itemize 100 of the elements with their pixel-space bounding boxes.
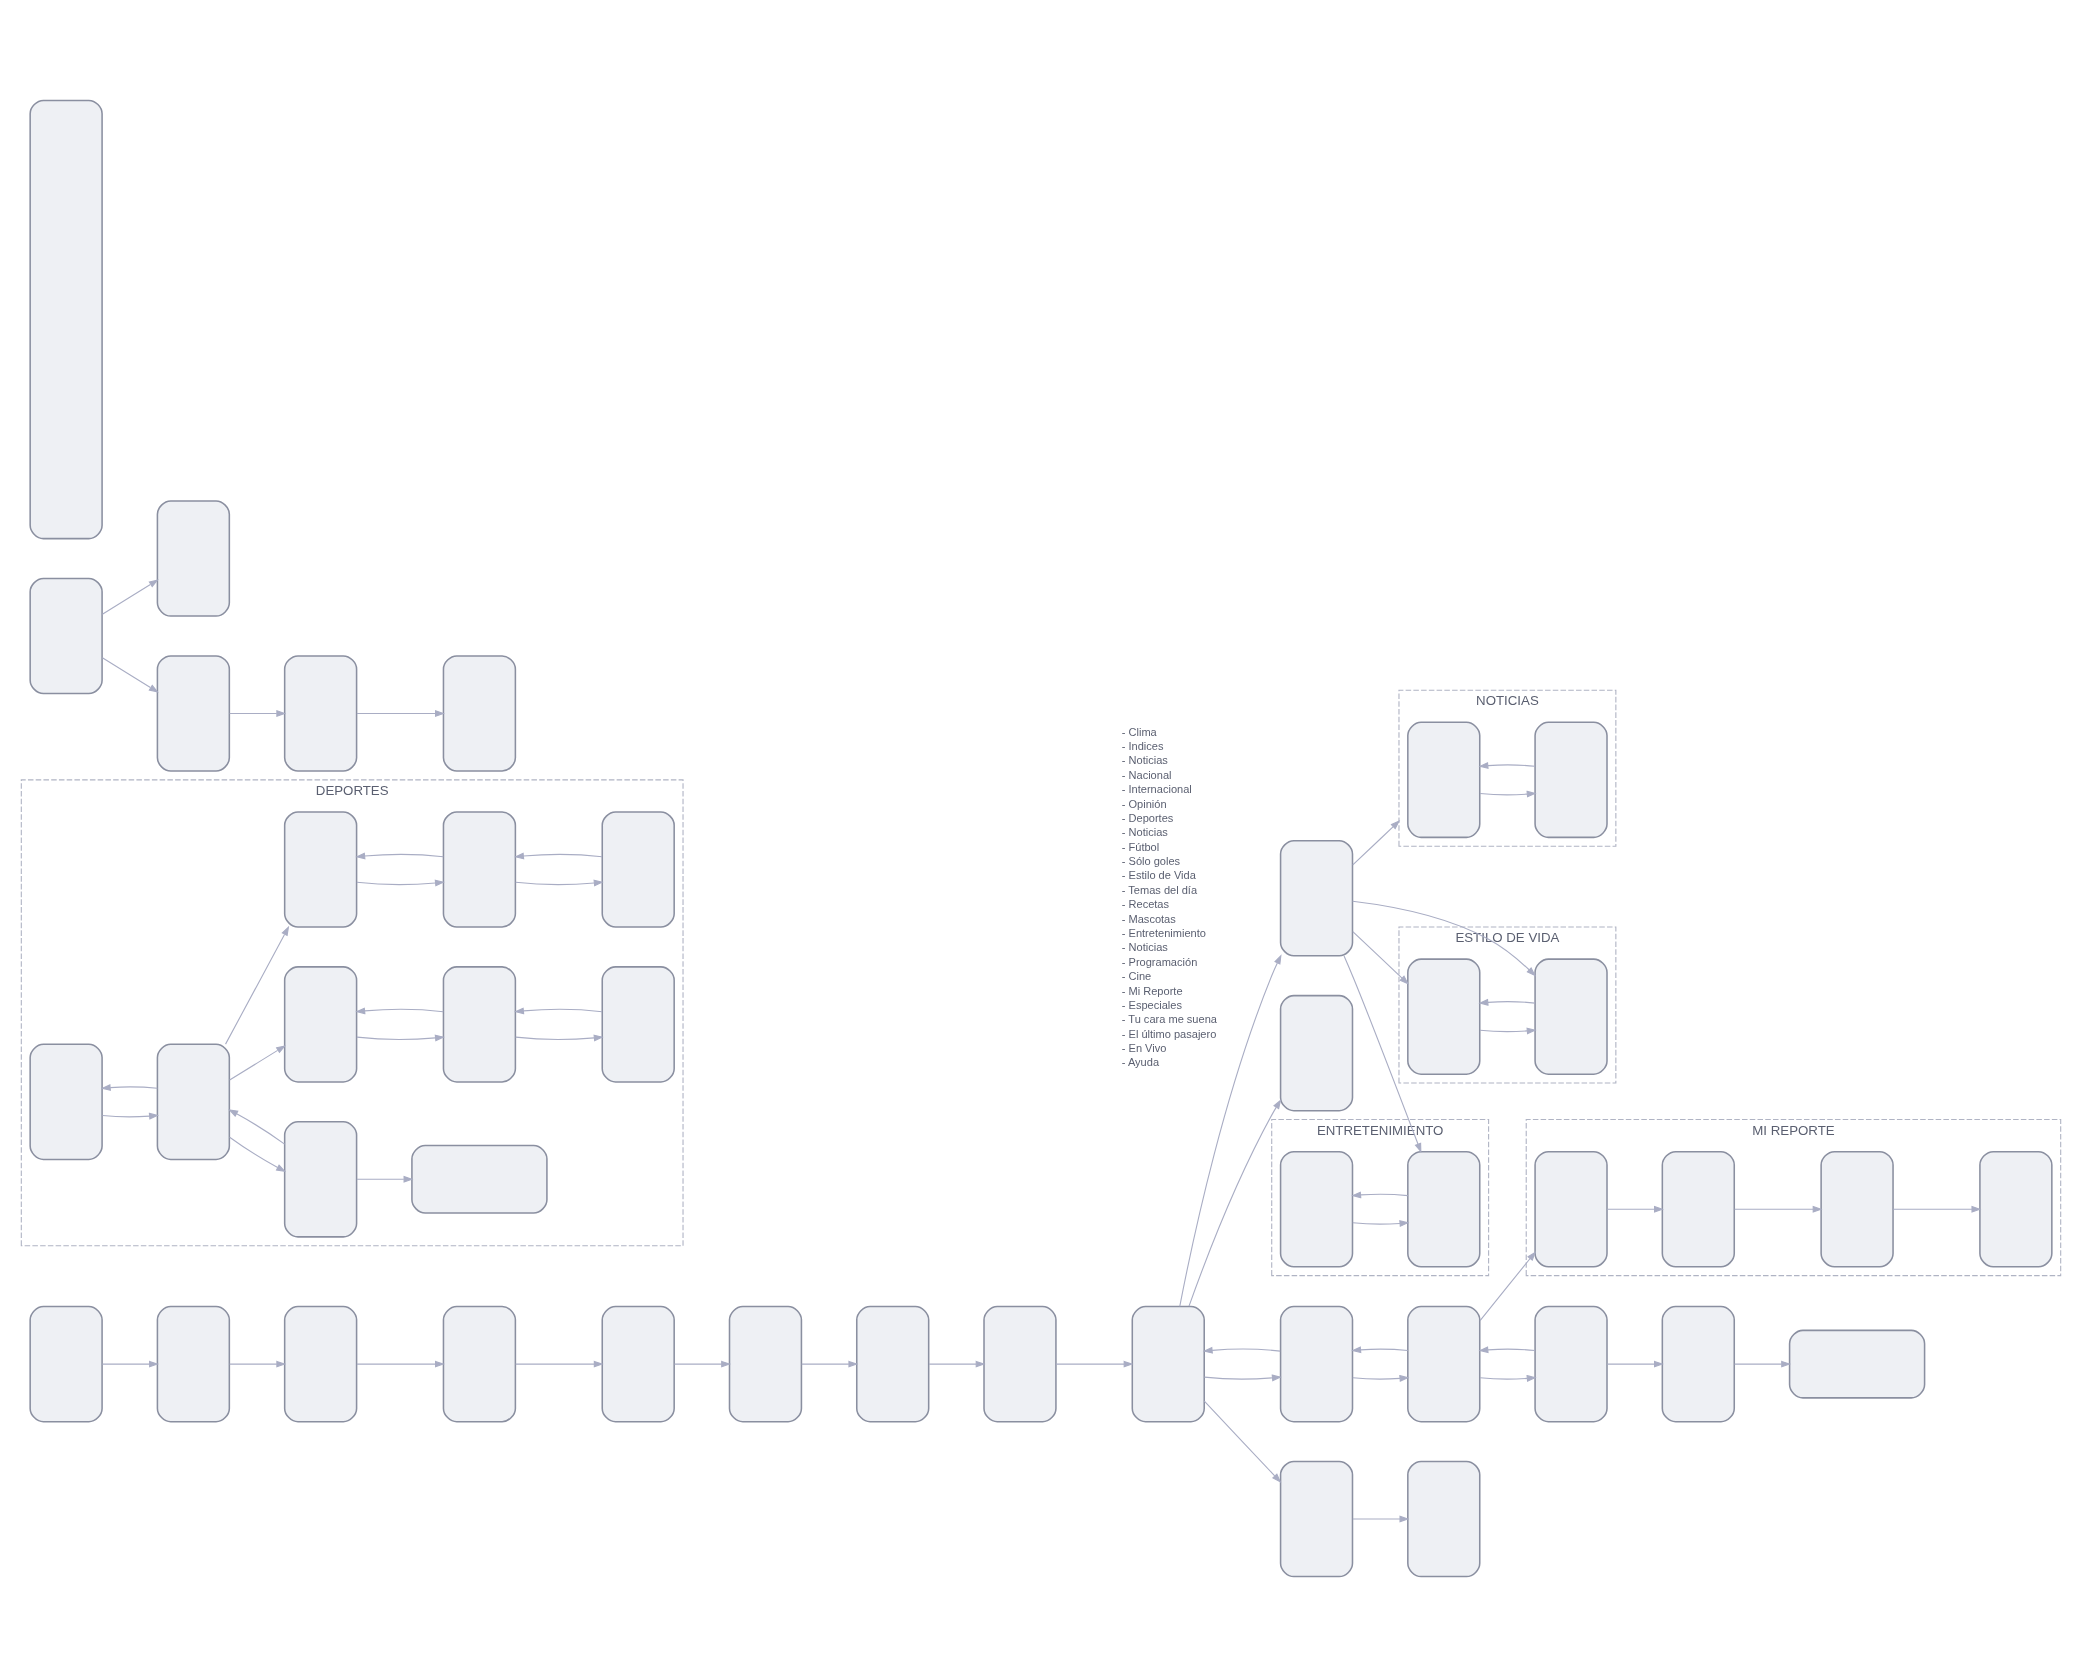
arrow (1343, 955, 1422, 1153)
arrow (673, 1360, 732, 1368)
arrow (101, 578, 159, 615)
arrow (1478, 998, 1536, 1006)
node-box (1820, 1150, 1894, 1267)
node-box (1407, 721, 1481, 838)
arrow (1203, 1400, 1282, 1483)
arrow (101, 1112, 160, 1120)
node-box (156, 654, 231, 772)
node-box (442, 1305, 517, 1422)
node-box (1534, 1150, 1608, 1267)
arrow (100, 1083, 158, 1091)
node-box (29, 577, 103, 694)
arrow (1352, 1515, 1410, 1523)
label: - Programación (1121, 955, 1198, 968)
node-box (1279, 839, 1354, 957)
arrow (229, 709, 287, 717)
label: - Recetas (1121, 897, 1170, 910)
node-box (601, 1305, 675, 1422)
arrow (1606, 1360, 1664, 1368)
arrow (1352, 930, 1409, 985)
node-box (156, 1043, 231, 1160)
label: - El último pasajero (1121, 1027, 1217, 1040)
node-box (442, 965, 517, 1083)
arrow (1734, 1360, 1792, 1368)
arrow (1479, 790, 1537, 798)
node-box (283, 965, 358, 1083)
arrow (1351, 1190, 1409, 1198)
node-box (983, 1305, 1057, 1422)
node-box (29, 1043, 103, 1160)
node-box (1534, 1305, 1608, 1422)
cluster: ENTRETENIMIENTO (1271, 1118, 1490, 1276)
label: - Noticias (1121, 825, 1168, 838)
node-box (156, 1305, 231, 1422)
node-box (1279, 1305, 1354, 1422)
arrow (1179, 953, 1282, 1307)
arrow (1351, 1345, 1409, 1353)
arrow (1479, 1374, 1537, 1382)
arrow (1478, 1345, 1536, 1353)
arrow (101, 1360, 160, 1368)
node-box (1407, 1150, 1481, 1267)
node-box (442, 810, 517, 928)
label: - Cine (1121, 969, 1152, 982)
arrow (1352, 900, 1537, 977)
node-box (29, 1305, 103, 1422)
arrow (1479, 1250, 1537, 1321)
arrow (1479, 1026, 1537, 1034)
node-box (1788, 1329, 1926, 1399)
arrow (515, 879, 604, 886)
label: - Mascotas (1121, 912, 1176, 925)
label: - Noticias (1121, 753, 1168, 766)
arrow (515, 1360, 604, 1368)
arrow (356, 1033, 445, 1041)
arrow (355, 1006, 444, 1014)
label: - Especiales (1121, 998, 1182, 1011)
arrow (1055, 1360, 1134, 1368)
node-box (1407, 1305, 1481, 1422)
arrow (356, 1360, 445, 1368)
arrow (1352, 1374, 1410, 1382)
arrow (1734, 1205, 1823, 1213)
label: - En Vivo (1121, 1041, 1167, 1054)
label: - Mi Reporte (1121, 984, 1183, 997)
node-box (1661, 1150, 1736, 1267)
arrow (228, 1108, 286, 1145)
arrow (356, 879, 445, 886)
label: - Noticias (1121, 940, 1168, 953)
cluster: NOTICIAS (1398, 689, 1617, 847)
arrow (514, 1006, 603, 1014)
arrow (1606, 1205, 1664, 1213)
cluster: DEPORTES (20, 778, 684, 1246)
node-box (283, 654, 358, 772)
arrow (229, 1136, 287, 1172)
label: - Internacional (1121, 782, 1192, 795)
arrow (1352, 819, 1401, 865)
node-box (601, 965, 675, 1083)
label: - Sólo goles (1121, 854, 1181, 867)
label: - Estilo de Vida (1121, 868, 1196, 881)
label: - Entretenimiento (1121, 926, 1206, 939)
node-box (29, 99, 103, 539)
arrow (928, 1360, 986, 1368)
node-box (1979, 1150, 2053, 1267)
arrow (1188, 1098, 1282, 1307)
node-box (442, 654, 517, 772)
label: - Ayuda (1121, 1055, 1160, 1068)
arrow (101, 656, 159, 693)
label: - Temas del día (1121, 883, 1198, 896)
label: - Tu cara me suena (1121, 1012, 1217, 1025)
node-box (856, 1305, 930, 1422)
node-box (1534, 957, 1608, 1075)
node-box (601, 810, 675, 928)
arrow (515, 1033, 604, 1041)
label: - Opinión (1121, 797, 1167, 810)
label: - Deportes (1121, 811, 1174, 824)
arrow (1203, 1373, 1282, 1381)
arrow (1352, 1219, 1410, 1227)
node-box (1661, 1305, 1736, 1422)
node-box (1279, 1150, 1354, 1267)
node-box (1407, 1460, 1481, 1577)
node-box (156, 499, 231, 617)
node-box (411, 1144, 548, 1214)
